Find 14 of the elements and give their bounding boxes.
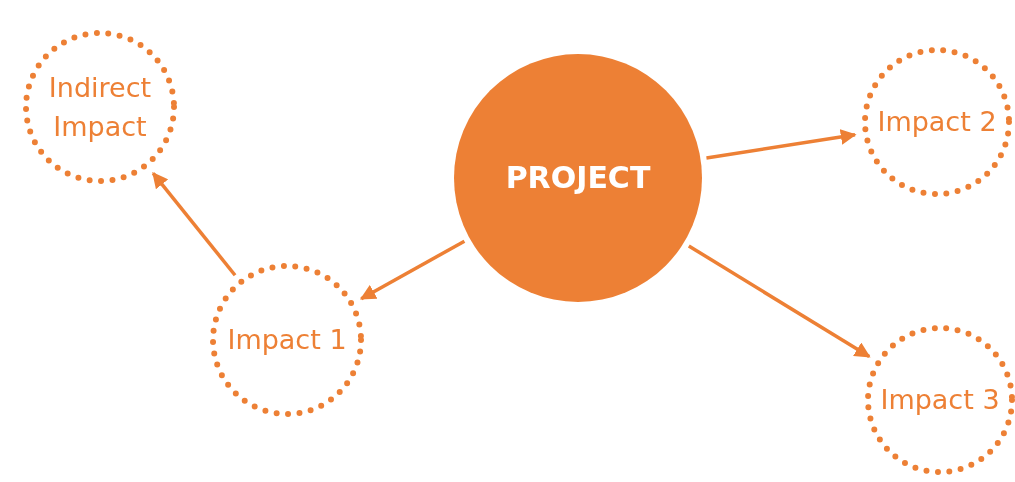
impact-circle: [865, 325, 1015, 475]
impact-circle: [210, 263, 364, 417]
project-circle: [454, 54, 702, 302]
impact-label: Impact 2: [877, 105, 997, 140]
arrow: [687, 244, 871, 359]
impact-circle: [862, 47, 1012, 197]
arrow: [359, 239, 466, 301]
project-label: PROJECT: [505, 159, 651, 198]
impact-label: Impact 3: [880, 383, 1000, 418]
impact-label: Impact 1: [227, 323, 347, 358]
arrow: [706, 129, 857, 160]
impact-circle: [23, 30, 177, 184]
arrow: [151, 172, 237, 277]
impact-label: Indirect Impact: [47, 70, 153, 144]
